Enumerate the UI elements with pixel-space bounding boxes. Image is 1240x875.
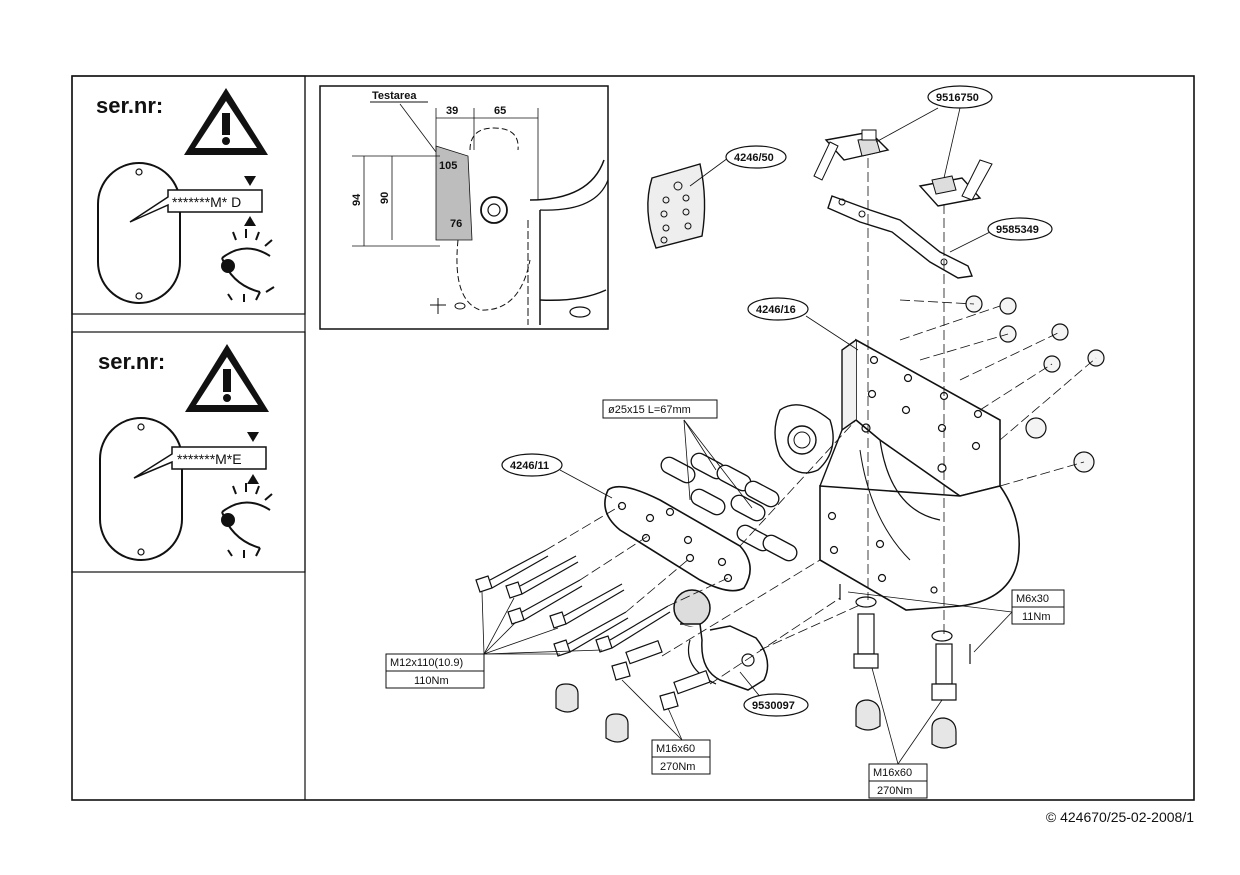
warning-triangle-icon <box>184 88 268 155</box>
m16-torque-text: 270Nm <box>877 785 912 797</box>
serial-callout: *******M* D <box>129 176 263 226</box>
m12-spec-box: M12x110(10.9) 110Nm <box>385 653 485 689</box>
m12-bolts <box>475 549 671 657</box>
warning-panel-1: ser.nr: *******M* D <box>71 75 306 315</box>
part-label-4246-16: 4246/16 <box>747 297 809 321</box>
part-number-text: 9516750 <box>936 92 979 104</box>
m6-spec-box: M6x30 11Nm <box>1011 589 1065 625</box>
serial-callout: *******M*E <box>133 432 267 484</box>
dim-65: 65 <box>494 105 506 117</box>
part-label-9530097: 9530097 <box>743 693 809 717</box>
warning-panel-2: ser.nr: *******M*E <box>71 331 306 573</box>
mounting-bracket-left <box>813 129 890 181</box>
main-crossbar <box>819 338 1020 611</box>
part-number-text: 9530097 <box>752 700 795 712</box>
dim-94: 94 <box>351 193 363 206</box>
part-number-text: 9585349 <box>996 224 1039 236</box>
dim-76: 76 <box>450 218 462 230</box>
test-area-detail: Testarea 39 65 94 90 105 76 <box>319 85 609 330</box>
label-plate-icon <box>99 417 183 561</box>
mounting-bracket-right <box>918 159 993 207</box>
test-area-shading <box>435 145 473 241</box>
serial-text: *******M*E <box>177 451 242 467</box>
part-number-text: 4246/11 <box>510 460 549 472</box>
m16-spec-text: M16x60 <box>656 743 695 755</box>
dim-39: 39 <box>446 105 458 117</box>
ser-nr-heading: ser.nr: <box>96 93 163 118</box>
m12-spec-text: M12x110(10.9) <box>390 657 463 669</box>
part-label-9516750: 9516750 <box>927 85 993 109</box>
part-label-4246-11: 4246/11 <box>501 453 563 477</box>
m16-bolts-right <box>839 584 971 749</box>
dim-90: 90 <box>379 192 391 204</box>
copyright-footer: © 424670/25-02-2008/1 <box>1046 809 1194 825</box>
socket-flange <box>774 404 834 474</box>
dim-105: 105 <box>439 160 457 172</box>
m16-spec-text: M16x60 <box>873 767 912 779</box>
eye-icon <box>221 483 273 558</box>
reinforcement-strap <box>827 195 973 279</box>
m16-spec-box-left: M16x60 270Nm <box>651 739 711 775</box>
spacer-spec-box: ø25x15 L=67mm <box>602 399 718 419</box>
m16-torque-text: 270Nm <box>660 761 695 773</box>
part-number-text: 4246/50 <box>734 152 774 164</box>
serial-text: *******M* D <box>172 194 241 210</box>
ser-nr-heading: ser.nr: <box>98 349 165 374</box>
spacer-tubes <box>660 452 798 562</box>
socket-plate <box>647 163 706 249</box>
assembly-guide-lines <box>545 158 1097 685</box>
leader-lines <box>481 107 1013 765</box>
m16-bolts-left <box>611 639 711 711</box>
m12-torque-text: 110Nm <box>414 675 449 687</box>
label-plate-icon <box>97 162 181 304</box>
m6-spec-text: M6x30 <box>1016 593 1049 605</box>
spacer-spec-text: ø25x15 L=67mm <box>608 404 691 416</box>
m6-torque-text: 11Nm <box>1022 611 1051 623</box>
part-label-4246-50: 4246/50 <box>725 145 787 169</box>
test-area-label: Testarea <box>372 90 417 102</box>
eye-icon <box>221 229 275 302</box>
part-number-text: 4246/16 <box>756 304 796 316</box>
m16-spec-box-right: M16x60 270Nm <box>868 763 928 799</box>
cover-caps <box>555 683 629 743</box>
backing-plate <box>604 485 751 592</box>
main-exploded-view: 9516750 4246/50 9585349 4246/16 4246/11 … <box>385 85 1105 799</box>
warning-triangle-icon <box>185 344 269 412</box>
part-label-9585349: 9585349 <box>987 217 1053 241</box>
